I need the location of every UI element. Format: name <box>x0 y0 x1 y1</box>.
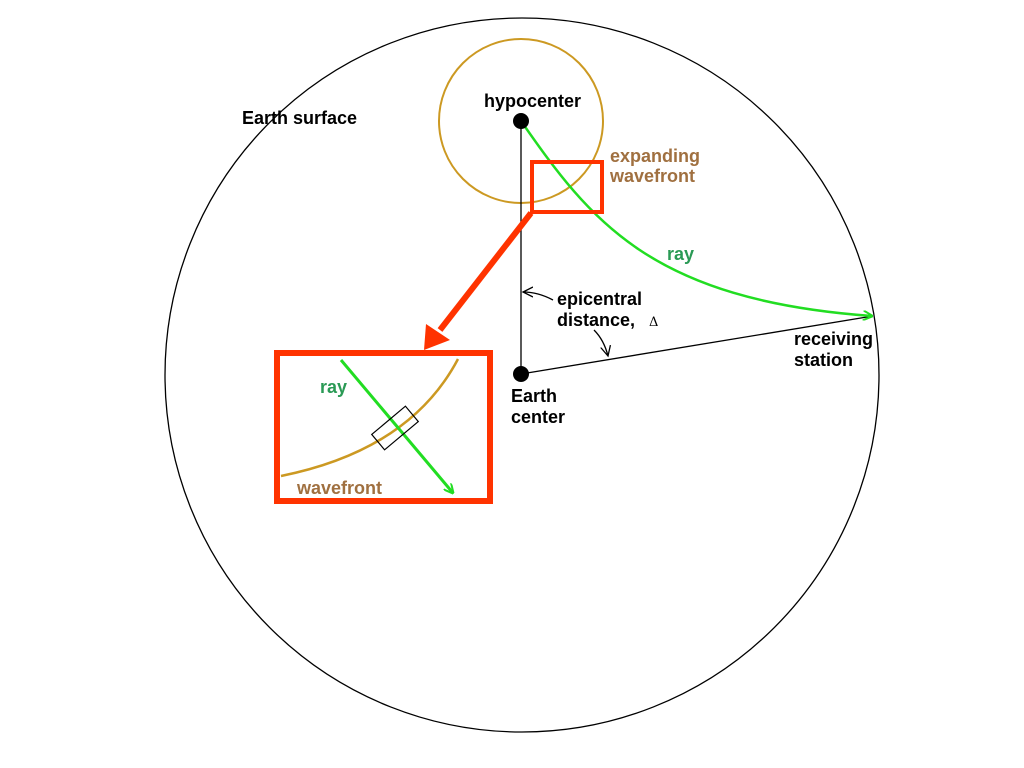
hypocenter-label: hypocenter <box>484 91 581 111</box>
delta-symbol: Δ <box>649 315 658 330</box>
hypocenter-dot <box>513 113 529 129</box>
earth-center-dot <box>513 366 529 382</box>
inset-box <box>274 350 493 504</box>
zoom-arrow-shaft <box>437 211 534 332</box>
inset-ray <box>339 359 453 493</box>
epicentral-pointer-upper <box>523 292 554 301</box>
receiving-station-label: receiving station <box>794 329 878 370</box>
center-station-line <box>520 315 874 375</box>
inset-ray-label: ray <box>320 377 347 397</box>
zoom-arrow-head <box>424 324 450 350</box>
epicentral-pointer-lower <box>593 329 608 356</box>
inset-element-box <box>370 405 420 451</box>
earth-center-label: Earth center <box>511 386 565 427</box>
earth-surface-circle <box>164 17 880 733</box>
zoom-highlight-box <box>530 160 604 214</box>
epicentral-distance-label: epicentral distance, <box>557 289 647 330</box>
inset-wavefront-curve <box>280 358 460 478</box>
ray-label: ray <box>667 244 694 264</box>
earth-surface-label: Earth surface <box>242 108 357 128</box>
inset-wavefront-label: wavefront <box>296 478 382 498</box>
expanding-wavefront-label: expanding wavefront <box>609 146 705 186</box>
